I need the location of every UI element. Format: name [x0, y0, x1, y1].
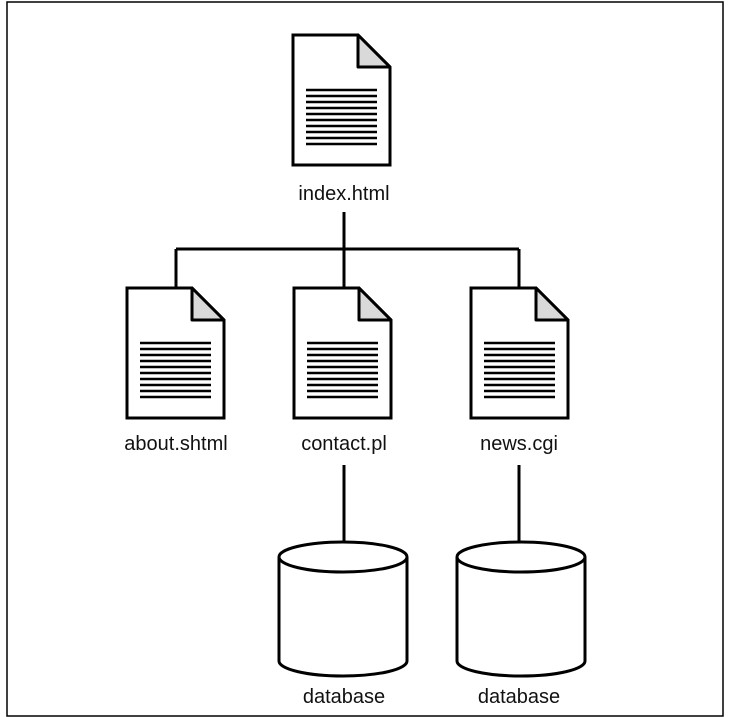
diagram-frame	[6, 1, 724, 717]
index-document-icon	[291, 33, 392, 167]
contact-database-icon	[277, 540, 409, 678]
about-file-label: about.shtml	[124, 433, 227, 455]
root-file-label: index.html	[298, 183, 389, 205]
news-database-icon	[455, 540, 587, 678]
about-document-icon	[125, 286, 226, 420]
tree-connectors	[174, 212, 521, 543]
contact-file-label: contact.pl	[301, 433, 387, 455]
contact-document-icon	[292, 286, 393, 420]
news-database-label: database	[478, 686, 560, 708]
news-file-label: news.cgi	[480, 433, 558, 455]
news-document-icon	[469, 286, 570, 420]
contact-database-label: database	[303, 686, 385, 708]
